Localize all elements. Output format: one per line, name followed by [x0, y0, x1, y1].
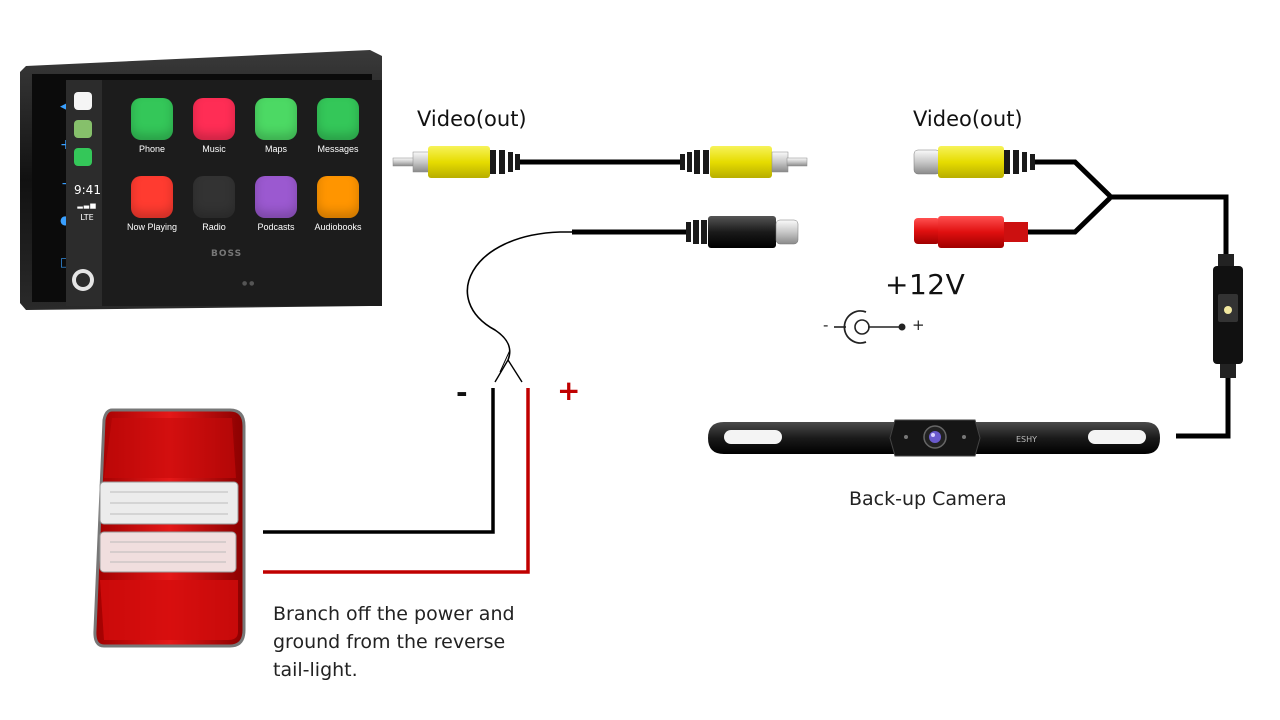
- app-label: Messages: [317, 144, 359, 154]
- video-out-label-right: Video(out): [913, 107, 1023, 131]
- app-tile[interactable]: Podcasts: [248, 176, 304, 232]
- rca-plug-yellow-right: [680, 146, 808, 178]
- camera-brand-text: ESHY: [1016, 435, 1037, 444]
- status-time: 9:41: [74, 183, 101, 197]
- power-12v-label: +12V: [885, 268, 966, 301]
- backup-camera: ESHY: [708, 419, 1160, 457]
- messages-icon: [317, 98, 359, 140]
- brand-logo: BOSS: [211, 249, 243, 259]
- backup-camera-label: Back-up Camera: [849, 488, 1007, 510]
- power-polarity-minus: -: [823, 316, 829, 334]
- app-tile[interactable]: Now Playing: [124, 176, 180, 232]
- reverse-tail-light: [93, 408, 246, 648]
- ground-minus-label: -: [456, 376, 468, 409]
- taillight-leads: [263, 388, 530, 574]
- svg-text:□: □: [60, 255, 71, 269]
- video-cable-left: [392, 146, 808, 178]
- status-network: LTE: [80, 213, 94, 222]
- now-playing-icon: [131, 176, 173, 218]
- power-plus-label: +: [557, 374, 581, 407]
- dc-power-symbol: [834, 310, 906, 344]
- audiobooks-icon: [317, 176, 359, 218]
- svg-text:◂: ◂: [60, 99, 67, 114]
- app-tile[interactable]: Maps: [248, 98, 304, 154]
- dock-maps-icon[interactable]: [74, 120, 92, 138]
- car-stereo-head-unit: ◂ + − ● □ 9:41 ▂▃▅ LTE PhoneMusicMapsMes…: [20, 48, 383, 312]
- app-tile[interactable]: Audiobooks: [310, 176, 366, 232]
- app-label: Audiobooks: [314, 222, 362, 232]
- boss-radio-icon: [193, 176, 235, 218]
- app-label: Phone: [138, 144, 166, 154]
- podcasts-icon: [255, 176, 297, 218]
- app-tile[interactable]: Messages: [310, 98, 366, 154]
- power-wire: [263, 388, 530, 574]
- instruction-note: Branch off the power and ground from the…: [273, 603, 515, 681]
- app-label: Podcasts: [257, 222, 295, 232]
- phone-icon: [131, 98, 173, 140]
- app-label: Music: [202, 144, 226, 154]
- signal-bars-icon: ▂▃▅: [77, 201, 97, 209]
- app-tile[interactable]: Music: [186, 98, 242, 154]
- music-icon: [193, 98, 235, 140]
- app-tile[interactable]: Phone: [124, 98, 180, 154]
- maps-icon: [255, 98, 297, 140]
- camera-video-cable: [913, 146, 1243, 439]
- app-tile[interactable]: Radio: [186, 176, 242, 232]
- power-jack-red: [938, 216, 1004, 248]
- video-out-label-left: Video(out): [417, 107, 527, 131]
- power-polarity-plus: +: [912, 316, 925, 334]
- ground-wire: [263, 388, 495, 534]
- rca-jack-black: [708, 216, 776, 248]
- svg-text:●: ●: [60, 213, 70, 227]
- rca-jack-yellow-camera: [938, 146, 1004, 178]
- svg-text:+: +: [60, 137, 72, 153]
- dock-phone-icon[interactable]: [74, 148, 92, 166]
- app-label: Maps: [264, 144, 287, 154]
- rca-plug-yellow-left: [392, 146, 520, 178]
- dock-music-icon[interactable]: [74, 92, 92, 110]
- app-label: Radio: [202, 222, 226, 232]
- page-dots: ● ●: [242, 280, 255, 287]
- trigger-wire: [466, 216, 799, 383]
- app-label: Now Playing: [126, 222, 178, 232]
